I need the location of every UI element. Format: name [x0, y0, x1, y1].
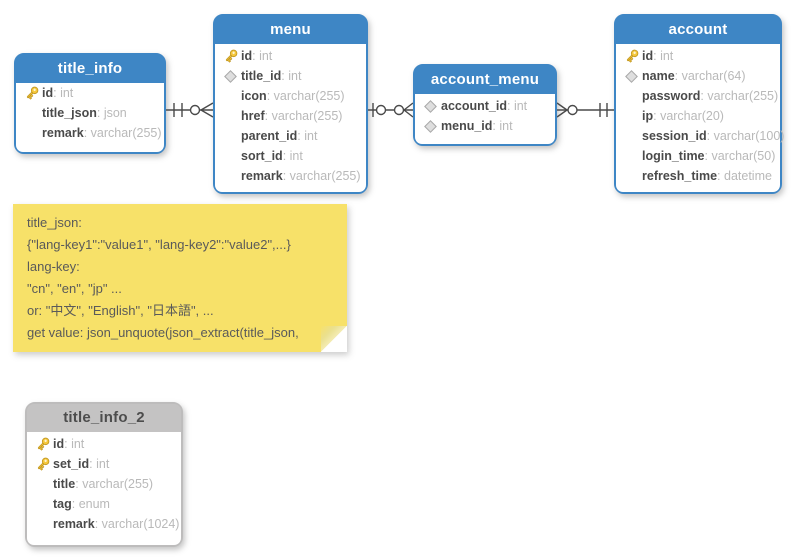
note-text: or: "中文", "English", "日本語", ...	[27, 303, 214, 318]
foreign-key-icon	[420, 99, 441, 113]
table-title: title_info	[57, 60, 123, 77]
field-row[interactable]: passwordvarchar(255)	[616, 86, 780, 106]
field-row[interactable]: menu_idint	[415, 116, 555, 136]
primary-key-icon	[32, 436, 53, 452]
table-account[interactable]: account idint namevarchar(64) passwordva…	[614, 14, 784, 194]
note-text: "cn", "en", "jp" ...	[27, 281, 122, 296]
note-text: title_json:	[27, 215, 82, 230]
note-folded-corner	[321, 326, 347, 352]
primary-key-icon	[32, 456, 53, 472]
field-row[interactable]: set_idint	[27, 454, 181, 474]
field-row[interactable]: session_idvarchar(100)	[616, 126, 784, 146]
table-account_menu[interactable]: account_menu account_idint menu_idint	[413, 64, 557, 146]
table-body: idint title_jsonjson remarkvarchar(255)	[16, 83, 164, 152]
field-row[interactable]: account_idint	[415, 96, 555, 116]
connector-menu-account_menu[interactable]	[368, 102, 414, 118]
foreign-key-icon	[220, 69, 241, 83]
table-body: idint title_idint iconvarchar(255) hrefv…	[215, 44, 366, 192]
table-header[interactable]: title_info_2	[27, 404, 181, 432]
table-menu[interactable]: menu idint title_idint iconvarchar(255) …	[213, 14, 368, 194]
table-title: title_info_2	[63, 409, 145, 426]
field-row[interactable]: hrefvarchar(255)	[215, 106, 366, 126]
table-header[interactable]: account	[616, 16, 780, 44]
field-row[interactable]: title_idint	[215, 66, 366, 86]
field-row[interactable]: idint	[16, 83, 164, 103]
table-title_info[interactable]: title_info idint title_jsonjson remarkva…	[14, 53, 166, 154]
table-header[interactable]: account_menu	[415, 66, 555, 94]
field-row[interactable]: tagenum	[27, 494, 181, 514]
field-row[interactable]: iconvarchar(255)	[215, 86, 366, 106]
field-row[interactable]: idint	[616, 46, 780, 66]
primary-key-icon	[21, 85, 42, 101]
field-row[interactable]: idint	[215, 46, 366, 66]
field-row[interactable]: titlevarchar(255)	[27, 474, 181, 494]
field-row[interactable]: namevarchar(64)	[616, 66, 780, 86]
field-row[interactable]: ipvarchar(20)	[616, 106, 780, 126]
field-row[interactable]: remarkvarchar(1024)	[27, 514, 181, 534]
field-row[interactable]: login_timevarchar(50)	[616, 146, 780, 166]
connector-title_info-menu[interactable]	[166, 102, 214, 118]
table-title: account	[668, 21, 728, 38]
field-row[interactable]: remarkvarchar(255)	[16, 123, 164, 143]
foreign-key-icon	[420, 119, 441, 133]
table-title: menu	[270, 21, 311, 38]
note-text: lang-key:	[27, 259, 80, 274]
field-row[interactable]: refresh_timedatetime	[616, 166, 780, 186]
table-header[interactable]: menu	[215, 16, 366, 44]
primary-key-icon	[220, 48, 241, 64]
table-title: account_menu	[430, 71, 540, 88]
field-row[interactable]: parent_idint	[215, 126, 366, 146]
sticky-note[interactable]: title_json: {"lang-key1":"value1", "lang…	[13, 204, 347, 352]
field-row[interactable]: remarkvarchar(255)	[215, 166, 366, 186]
table-body: account_idint menu_idint	[415, 94, 555, 144]
connector-account_menu-account[interactable]	[556, 102, 614, 118]
table-body: idint set_idint titlevarchar(255) tagenu…	[27, 432, 181, 545]
field-row[interactable]: idint	[27, 434, 181, 454]
foreign-key-icon	[621, 69, 642, 83]
table-title_info_2[interactable]: title_info_2 idint set_idint titlevarcha…	[25, 402, 183, 547]
primary-key-icon	[621, 48, 642, 64]
table-body: idint namevarchar(64) passwordvarchar(25…	[616, 44, 784, 192]
field-row[interactable]: title_jsonjson	[16, 103, 164, 123]
table-header[interactable]: title_info	[16, 55, 164, 83]
field-row[interactable]: sort_idint	[215, 146, 366, 166]
note-text: get value: json_unquote(json_extract(tit…	[27, 325, 299, 340]
note-text: {"lang-key1":"value1", "lang-key2":"valu…	[27, 237, 291, 252]
